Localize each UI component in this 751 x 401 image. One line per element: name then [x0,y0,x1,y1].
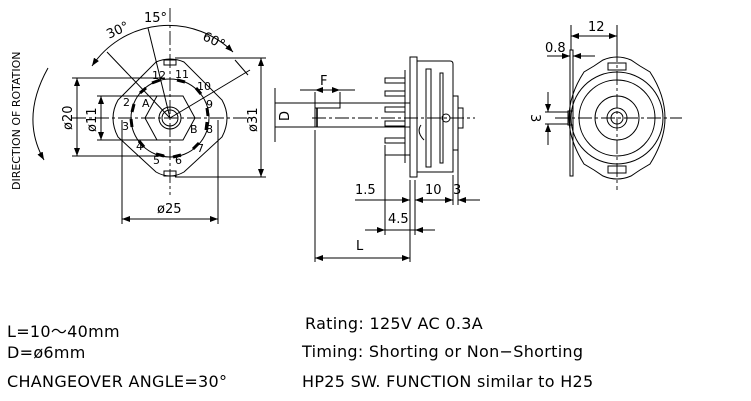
common-a: A [142,97,150,110]
angle-15: 15° [144,11,167,26]
note-timing: Timing: Shorting or Non−Shorting [302,342,584,361]
note-changeover-angle: CHANGEOVER ANGLE=30° [7,372,228,391]
note-function: HP25 SW. FUNCTION similar to H25 [302,372,594,391]
angle-30: 30° [104,19,131,42]
dim-d25: ø25 [157,202,182,217]
dim-d: D [278,111,293,121]
terminal-labels: 2 3 4 5 6 7 8 9 10 11 12 A B [122,68,213,167]
terminal-2: 2 [123,96,130,109]
note-rating: Rating: 125V AC 0.3A [305,314,483,333]
dim-d11: ø11 [85,108,100,133]
angle-60: 60° [200,30,227,53]
terminal-pins [384,70,410,163]
terminal-5: 5 [153,154,160,167]
terminal-9: 9 [206,98,213,111]
note-length: L=10～40mm [7,322,120,341]
dim-0-8: 0.8 [545,41,566,56]
contacts [129,78,210,159]
back-housing [568,56,666,180]
dim-3-back: 3 [527,114,542,122]
terminal-6: 6 [175,154,182,167]
dim-f: F [320,74,327,89]
dim-3-side: 3 [453,183,461,198]
dim-l: L [356,239,364,254]
dim-1-5: 1.5 [355,183,376,198]
dim-12: 12 [588,20,605,35]
common-b: B [190,123,198,136]
dim-d31: ø31 [246,108,261,133]
front-view: DIRECTION OF ROTATION 2 3 4 5 6 [10,8,266,224]
dim-4-5: 4.5 [388,212,409,227]
terminal-4: 4 [136,140,143,153]
terminal-3: 3 [122,120,129,133]
terminal-8: 8 [206,123,213,136]
rotation-arrow [32,67,49,161]
dim-d20: ø20 [61,106,76,131]
side-view: F D 1.5 10 3 4.5 L [274,56,480,262]
rotation-label: DIRECTION OF ROTATION [10,51,23,190]
terminal-7: 7 [197,142,204,155]
back-view: 12 0.8 3 [527,20,682,190]
angle-arc [91,24,234,67]
terminal-11: 11 [175,68,189,81]
shaft-outer [158,106,182,130]
contact-ring [130,78,210,158]
rotor-hex [144,95,196,141]
note-diameter: D=ø6mm [7,343,86,362]
terminal-12: 12 [152,69,166,82]
dim-10: 10 [425,183,442,198]
terminal-10: 10 [197,80,211,93]
mounting-plate [409,56,418,178]
switch-housing [417,60,454,173]
